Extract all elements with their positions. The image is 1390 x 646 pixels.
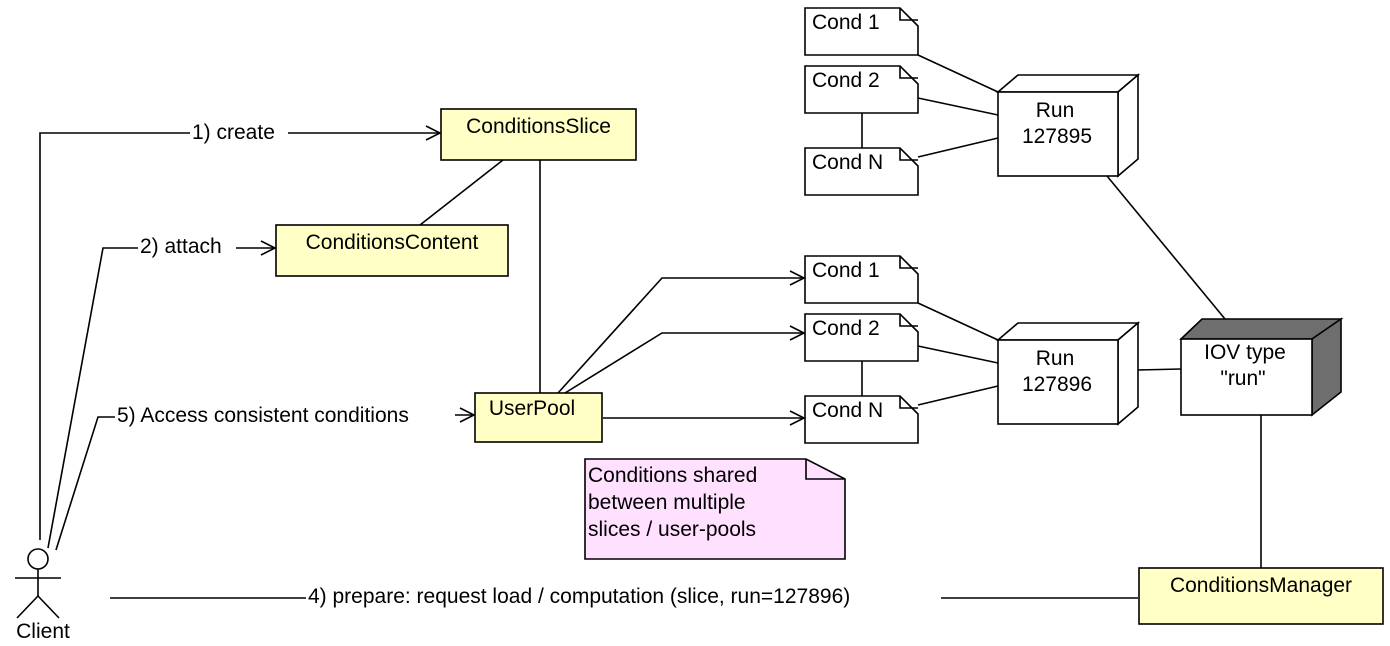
- conditions-content-box[interactable]: ConditionsContent: [275, 224, 509, 277]
- r2-cond-n-label: Cond N: [812, 399, 883, 422]
- run-127896-group: Cond 1 Cond 2 Cond N Run 127896: [804, 255, 1141, 444]
- run-127895-title: Run: [1036, 99, 1075, 122]
- r2-cond-1-note[interactable]: Cond 1: [804, 255, 919, 304]
- run-127896-title: Run: [1036, 347, 1075, 370]
- actor-legs: [16, 594, 60, 619]
- r1-cond2-link: [917, 97, 999, 116]
- userpool-cond2-arrow: [564, 333, 804, 394]
- r1-cond-1-label: Cond 1: [812, 11, 880, 34]
- r1-cond-2-note[interactable]: Cond 2: [804, 65, 919, 114]
- run-127895-group: Cond 1 Cond 2 Cond N Run 127895: [804, 7, 1141, 196]
- conditions-manager-box[interactable]: ConditionsManager: [1138, 567, 1384, 625]
- attach-label: 2) attach: [140, 235, 222, 258]
- r1-condn-link: [917, 137, 999, 158]
- r1-cond-n-label: Cond N: [812, 151, 883, 174]
- shared-conditions-note: Conditions shared between multiple slice…: [584, 458, 846, 560]
- r1-cond-2-label: Cond 2: [812, 69, 880, 92]
- connectors: [39, 54, 1262, 599]
- note-line-1: Conditions shared: [588, 464, 757, 487]
- prepare-label: 4) prepare: request load / computation (…: [308, 585, 850, 608]
- r2-cond1-link: [917, 302, 999, 341]
- r2-cond2-link: [917, 345, 999, 364]
- run-127895-node[interactable]: Run 127895: [995, 73, 1141, 178]
- user-pool-box[interactable]: UserPool: [474, 392, 603, 443]
- r2-cond-n-note[interactable]: Cond N: [804, 395, 919, 444]
- user-pool-label: UserPool: [489, 397, 575, 420]
- r1-cond1-link: [917, 54, 999, 93]
- iov-type-title: IOV type: [1204, 341, 1286, 364]
- iov-type-node[interactable]: IOV type "run": [1179, 317, 1344, 417]
- r1-cond-n-note[interactable]: Cond N: [804, 147, 919, 196]
- client-actor[interactable]: Client: [15, 548, 70, 643]
- actor-head: [27, 548, 49, 570]
- content-slice-link: [419, 159, 504, 226]
- r2-cond-2-note[interactable]: Cond 2: [804, 313, 919, 362]
- note-line-3: slices / user-pools: [588, 518, 756, 541]
- run-127896-number: 127896: [1022, 373, 1092, 396]
- conditions-manager-label: ConditionsManager: [1170, 574, 1352, 597]
- create-line-left: [39, 132, 190, 540]
- message-labels: 1) create 2) attach 5) Access consistent…: [117, 121, 850, 608]
- r2-cond-1-label: Cond 1: [812, 259, 880, 282]
- conditions-slice-box[interactable]: ConditionsSlice: [440, 108, 637, 161]
- r2-cond-2-label: Cond 2: [812, 317, 880, 340]
- conditions-slice-label: ConditionsSlice: [466, 115, 611, 138]
- run-127895-number: 127895: [1022, 125, 1092, 148]
- attach-line-left: [47, 247, 138, 549]
- iov-type-value: "run": [1220, 367, 1265, 390]
- run2-iov-link: [1137, 368, 1182, 371]
- access-label: 5) Access consistent conditions: [117, 404, 409, 427]
- userpool-cond1-arrow: [557, 278, 804, 394]
- client-label: Client: [16, 620, 70, 643]
- note-line-2: between multiple: [588, 491, 746, 514]
- run-127896-node[interactable]: Run 127896: [995, 321, 1141, 426]
- r2-condn-link: [917, 385, 999, 406]
- run1-iov-link: [1106, 175, 1226, 320]
- r1-cond-1-note[interactable]: Cond 1: [804, 7, 919, 56]
- create-label: 1) create: [192, 121, 275, 144]
- conditions-content-label: ConditionsContent: [306, 231, 479, 254]
- access-line-left: [55, 416, 115, 551]
